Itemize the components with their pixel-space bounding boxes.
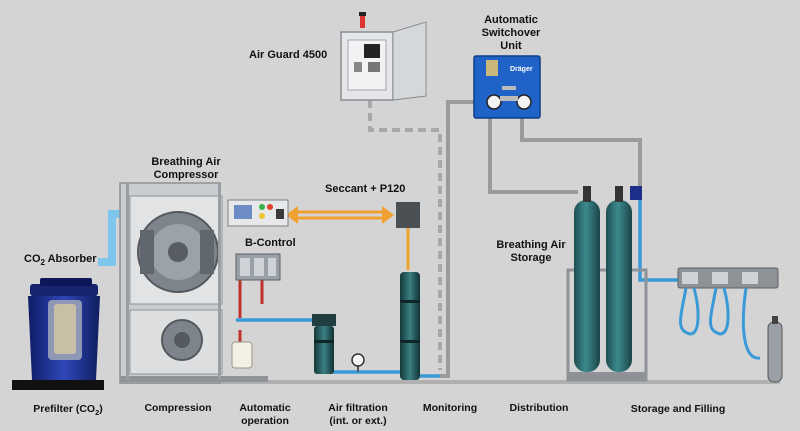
compressor-label: Breathing Air Compressor <box>146 156 226 182</box>
brand-label: Dräger <box>510 66 533 73</box>
co2-absorber-label: CO2 Absorber <box>24 253 97 269</box>
storage-label-line2: Storage <box>510 252 552 264</box>
stage-storage-filling: Storage and Filling <box>630 403 726 415</box>
compressor-label-line1: Breathing Air <box>151 156 221 168</box>
stage-automatic-line2: operation <box>241 415 289 427</box>
stage-prefilter-prefix: Prefilter (CO <box>33 403 96 415</box>
switchover-label-line1: Automatic <box>484 14 538 26</box>
switchover-label: Automatic Switchover Unit <box>468 14 554 53</box>
compressor-label-line2: Compressor <box>153 169 219 181</box>
pressure-gauge <box>351 353 365 372</box>
co2-absorber-subscript: 2 <box>40 258 45 268</box>
stage-automatic: Automatic operation <box>228 402 302 428</box>
stage-prefilter-suffix: ) <box>99 403 103 415</box>
stage-compression: Compression <box>144 402 212 414</box>
b-control-valves <box>235 253 281 281</box>
stage-automatic-line1: Automatic <box>239 402 291 414</box>
b-control-label: B-Control <box>245 237 296 249</box>
condensate-container <box>231 341 253 369</box>
switchover-unit <box>473 55 541 119</box>
base-floor <box>120 380 780 384</box>
stage-filtration: Air filtration (int. or ext.) <box>318 402 398 428</box>
co2-absorber-suffix: Absorber <box>44 253 97 265</box>
seccant-p120 <box>396 202 420 380</box>
compressor-unit <box>119 182 268 384</box>
air-guard-signal-line <box>368 100 442 370</box>
filling-panel <box>677 267 783 383</box>
seccant-label: Seccant + P120 <box>325 183 406 195</box>
stage-filtration-line1: Air filtration <box>328 402 388 414</box>
stage-prefilter: Prefilter (CO2) <box>22 403 114 419</box>
stage-prefilter-subscript: 2 <box>95 408 100 418</box>
co2-absorber <box>28 278 100 380</box>
storage-cylinders <box>566 186 648 382</box>
co2-absorber-prefix: CO <box>24 253 41 265</box>
switchover-label-line2: Switchover <box>481 27 541 39</box>
air-filter <box>312 314 336 374</box>
absorber-base <box>12 380 104 390</box>
stage-filtration-line2: (int. or ext.) <box>329 415 387 427</box>
compressor-control-panel <box>227 199 289 227</box>
storage-label: Breathing Air Storage <box>492 239 570 265</box>
switchover-label-line3: Unit <box>500 40 522 52</box>
stage-distribution: Distribution <box>509 402 569 414</box>
storage-label-line1: Breathing Air <box>496 239 566 251</box>
air-guard-cabinet <box>340 12 427 101</box>
air-guard-label: Air Guard 4500 <box>249 49 328 61</box>
condensate-lines <box>238 280 264 344</box>
data-link <box>286 206 410 270</box>
stage-monitoring: Monitoring <box>422 402 478 414</box>
